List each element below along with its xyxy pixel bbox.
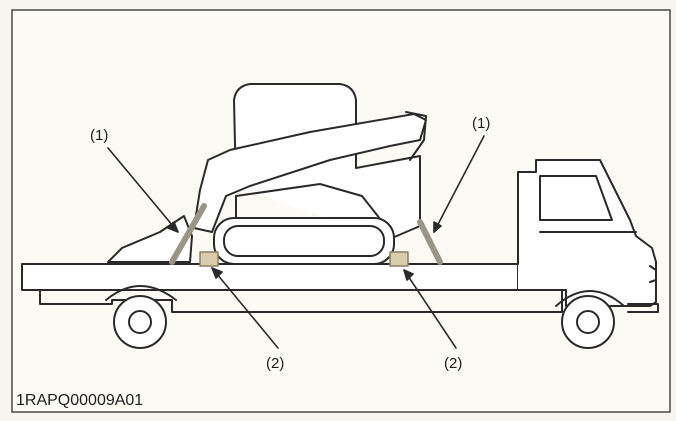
leader-arrowhead-1-right: [433, 221, 442, 233]
callout-label-1-left: (1): [90, 127, 108, 144]
leader-line-1-left: [107, 147, 179, 233]
truck-cab-window: [539, 175, 613, 221]
leader-arrowhead-2-right: [403, 269, 414, 281]
loader-track-inner: [223, 225, 385, 257]
track-block-front: [389, 251, 409, 267]
track-loader: [107, 83, 427, 265]
tie-down-chain-rear: [169, 203, 207, 265]
truck-headlight: [649, 265, 657, 283]
loader-lift-arm: [193, 113, 427, 233]
leader-arrowhead-2-left: [211, 267, 223, 279]
rear-wheel-arch: [105, 285, 177, 301]
track-block-rear: [199, 251, 219, 267]
leader-line-1-right: [433, 135, 485, 233]
truck-flatbed: [21, 263, 519, 291]
front-wheel: [561, 295, 615, 349]
leader-line-2-left: [211, 267, 279, 349]
leader-arrowhead-1-left: [167, 221, 179, 233]
rear-wheel: [113, 295, 167, 349]
loader-track: [213, 217, 395, 265]
loader-arm-hinge: [405, 111, 427, 161]
callout-label-1-right: (1): [472, 115, 490, 132]
callout-label-2-left: (2): [266, 355, 284, 372]
front-wheel-arch: [555, 290, 625, 307]
truck-bumper: [627, 303, 659, 313]
tie-down-chain-front: [417, 219, 443, 265]
leader-line-2-right: [403, 269, 457, 349]
callout-label-2-right: (2): [444, 355, 462, 372]
figure-code: 1RAPQ00009A01: [16, 392, 143, 409]
